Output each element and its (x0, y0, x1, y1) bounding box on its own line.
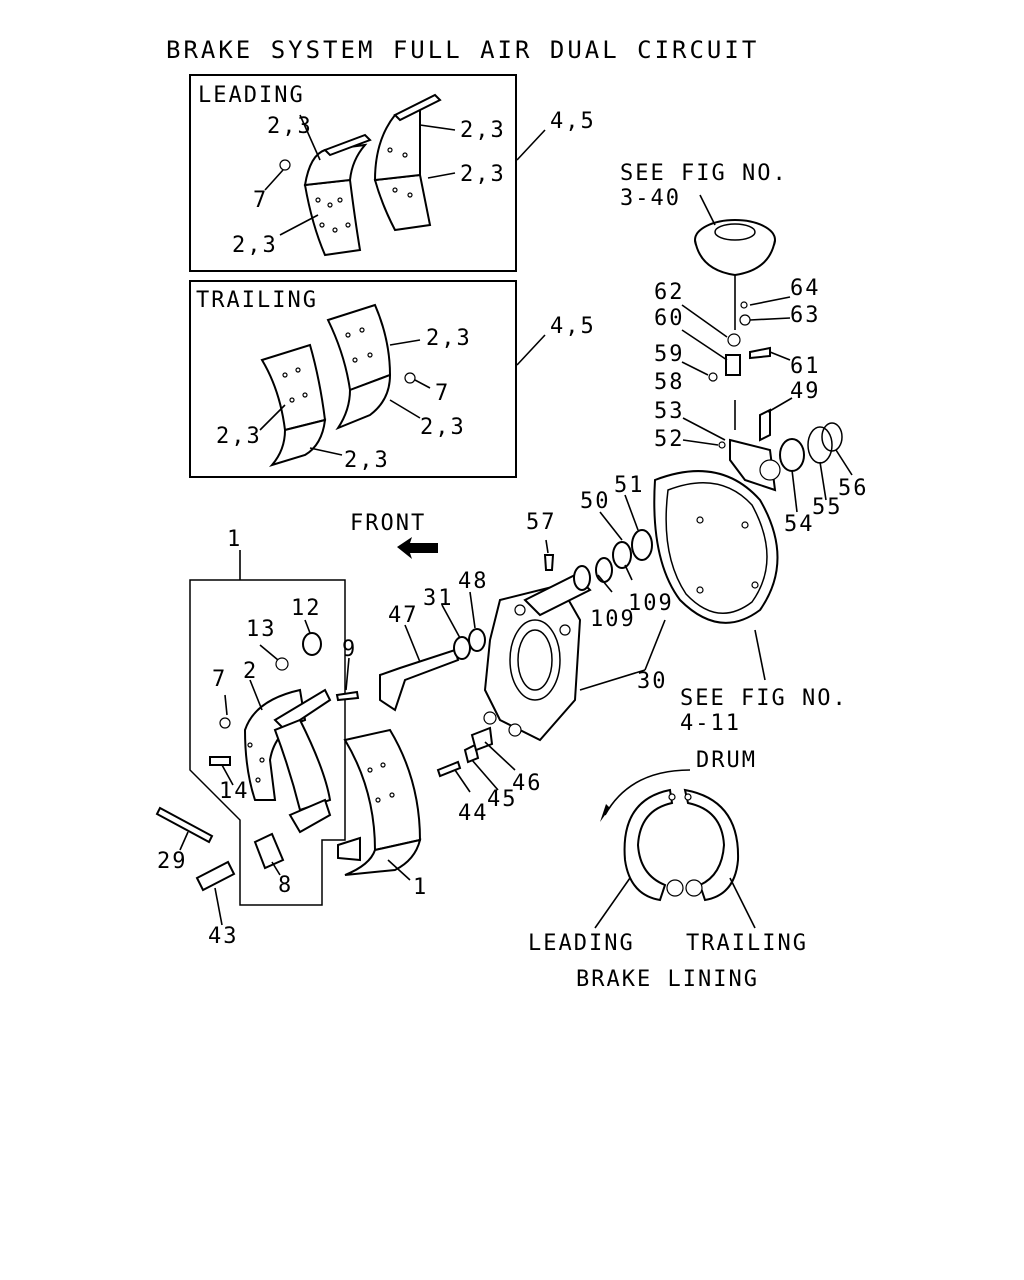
callout-9: 9 (342, 637, 357, 662)
callout-59: 59 (654, 342, 685, 367)
trailing-lining-box: TRAILING (189, 280, 546, 478)
callout-53: 53 (654, 399, 685, 424)
callout-7: 7 (435, 381, 450, 406)
brake-lining-label: BRAKE LINING (576, 967, 759, 992)
callout-2-3: 2,3 (460, 162, 506, 187)
callout-4-5: 4,5 (550, 109, 596, 134)
callout-48: 48 (458, 569, 489, 594)
callout-8: 8 (278, 873, 293, 898)
trailing-lining-right (326, 303, 392, 392)
ref-3-40-line1: SEE FIG NO. (620, 161, 788, 186)
callout-56: 56 (838, 476, 869, 501)
trailing-lining-left (260, 343, 327, 432)
callout-1: 1 (227, 527, 242, 552)
callout-62: 62 (654, 280, 685, 305)
callout-45: 45 (487, 787, 518, 812)
callout-58: 58 (654, 370, 685, 395)
callout-51: 51 (614, 473, 645, 498)
callout-2-3: 2,3 (426, 326, 472, 351)
leading-box-heading: LEADING (198, 83, 305, 108)
callout-12: 12 (291, 596, 322, 621)
callout-1: 1 (413, 875, 428, 900)
spider-camshaft-group (379, 494, 666, 793)
shoe-assembly (189, 550, 360, 906)
drum-label: DRUM (696, 748, 757, 773)
front-label: FRONT (350, 511, 426, 536)
callout-61: 61 (790, 354, 821, 379)
callout-30: 30 (637, 669, 668, 694)
callout-49: 49 (790, 379, 821, 404)
trailing-box-heading: TRAILING (196, 288, 318, 313)
callout-50: 50 (580, 489, 611, 514)
callout-2-3: 2,3 (460, 118, 506, 143)
pins (155, 806, 236, 926)
callout-2-3: 2,3 (232, 233, 278, 258)
shoe-with-lining (337, 728, 422, 881)
callout-109: 109 (628, 591, 674, 616)
diagram-title: BRAKE SYSTEM FULL AIR DUAL CIRCUIT (166, 36, 759, 64)
callout-43: 43 (208, 924, 239, 949)
drum-inset: DRUM LEADING TRAILING BRAKE LINING (528, 748, 808, 992)
callout-64: 64 (790, 276, 821, 301)
front-arrow-icon (397, 537, 438, 559)
trailing-lining-label: TRAILING (686, 931, 808, 956)
brake-chamber-assembly (681, 194, 853, 513)
front-direction: FRONT (350, 511, 438, 559)
callout-29: 29 (157, 849, 188, 874)
callout-13: 13 (246, 617, 277, 642)
callout-46: 46 (512, 771, 543, 796)
callout-44: 44 (458, 801, 489, 826)
callouts: 2,3 2,3 2,3 7 2,3 4,5 2,3 7 2,3 2,3 2,3 … (157, 109, 869, 949)
callout-55: 55 (812, 495, 843, 520)
callout-109: 109 (590, 607, 636, 632)
callout-63: 63 (790, 303, 821, 328)
callout-60: 60 (654, 306, 685, 331)
callout-2-3: 2,3 (344, 448, 390, 473)
callout-54: 54 (784, 512, 815, 537)
ref-4-11-line2: 4-11 (680, 711, 741, 736)
leading-lining-box: LEADING (189, 74, 546, 272)
callout-47: 47 (388, 603, 419, 628)
callout-31: 31 (423, 586, 454, 611)
callout-4-5: 4,5 (550, 314, 596, 339)
leading-lining-right (373, 173, 432, 232)
leading-lining-label: LEADING (528, 931, 635, 956)
callout-2-3: 2,3 (216, 424, 262, 449)
callout-2-3: 2,3 (267, 114, 313, 139)
callout-7: 7 (212, 667, 227, 692)
callout-52: 52 (654, 427, 685, 452)
callout-57: 57 (526, 510, 557, 535)
callout-14: 14 (219, 779, 250, 804)
callout-2: 2 (243, 659, 258, 684)
dust-shield (653, 470, 779, 681)
ref-4-11-line1: SEE FIG NO. (680, 686, 848, 711)
callout-2-3: 2,3 (420, 415, 466, 440)
callout-7: 7 (253, 188, 268, 213)
ref-3-40-line2: 3-40 (620, 186, 681, 211)
